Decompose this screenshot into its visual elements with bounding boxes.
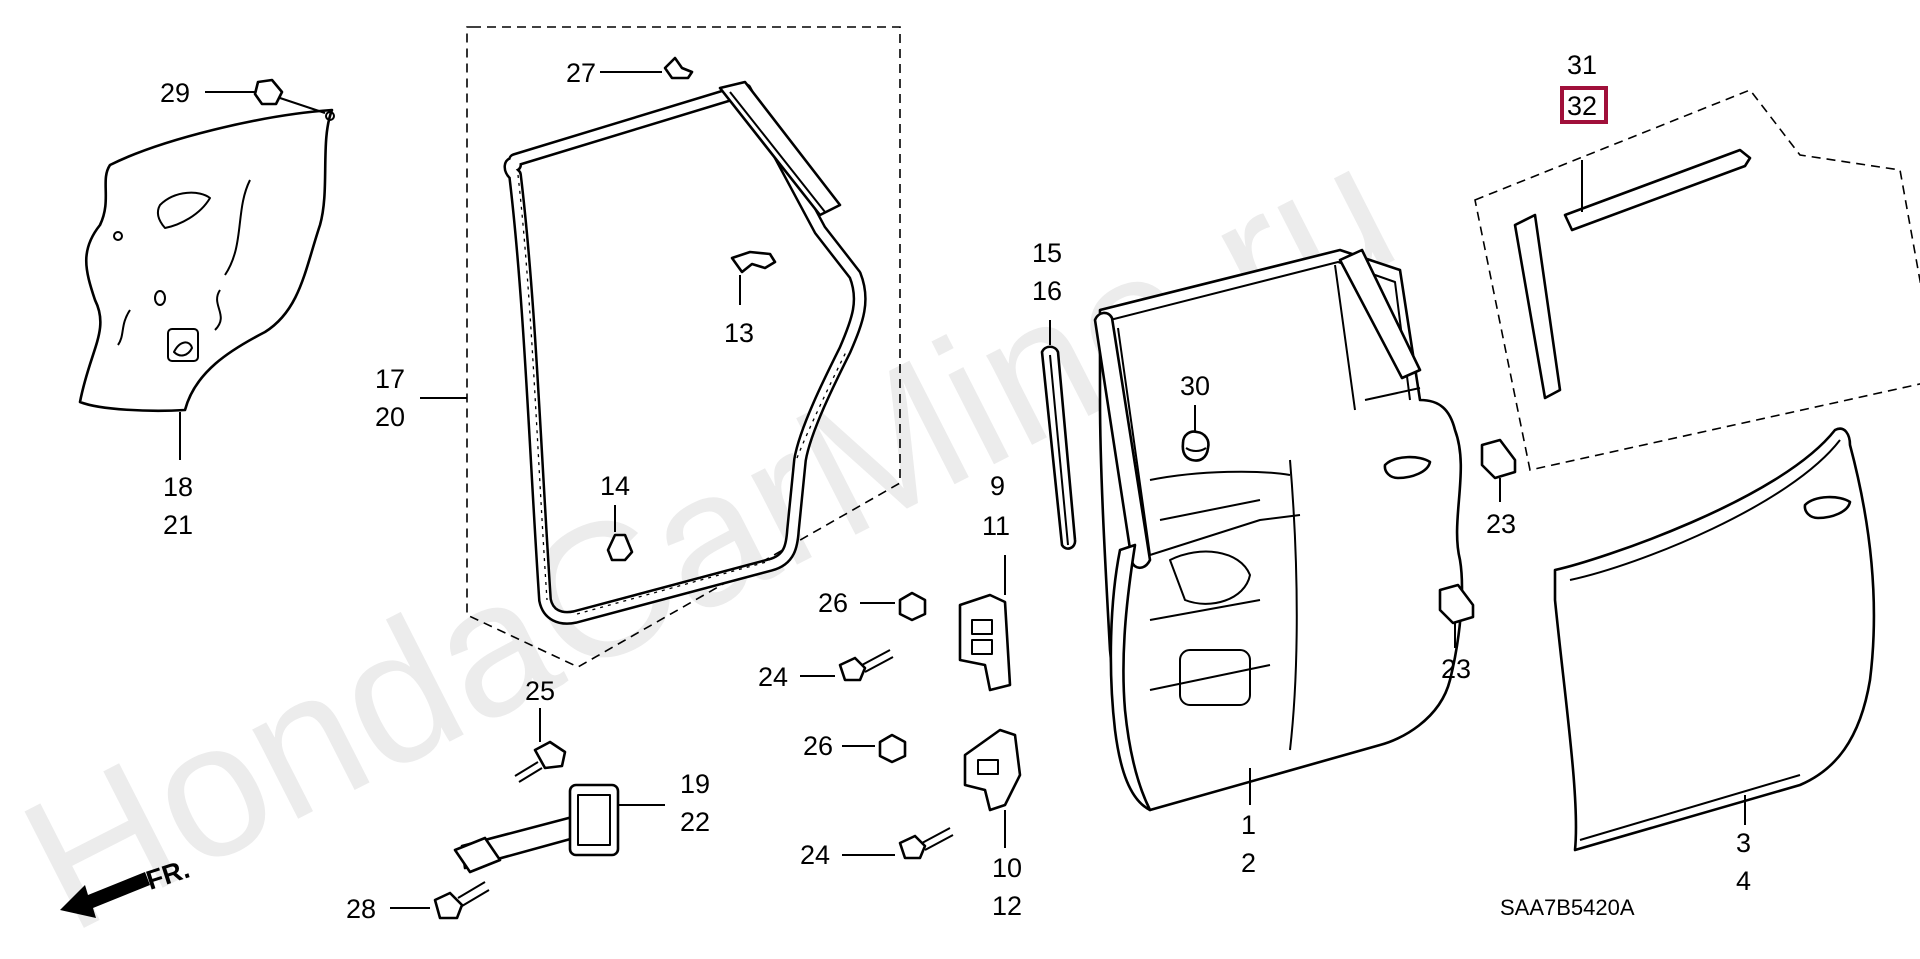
rear-door-panel-drawing xyxy=(1093,248,1464,812)
lower-door-hinge-drawing xyxy=(963,728,1022,812)
callout-9: 9 xyxy=(990,471,1005,501)
bolt-28-drawing xyxy=(433,881,490,920)
callout-26-upper: 26 xyxy=(818,588,848,618)
callout-24-upper: 24 xyxy=(758,662,788,692)
upper-door-hinge-drawing xyxy=(958,593,1012,692)
callout-23-upper: 23 xyxy=(1486,509,1516,539)
bolt-24-upper-drawing xyxy=(838,649,894,682)
bolt-24-lower-drawing xyxy=(898,827,954,860)
callout-31: 31 xyxy=(1567,50,1597,80)
callout-20: 20 xyxy=(375,402,405,432)
front-direction-arrow xyxy=(60,872,150,918)
callout-19: 19 xyxy=(680,769,710,799)
bumper-23-upper-drawing xyxy=(1480,438,1517,480)
clip-29-drawing xyxy=(253,78,284,106)
callout-1: 1 xyxy=(1241,810,1256,840)
bumper-23-lower-drawing xyxy=(1438,583,1475,625)
callout-22: 22 xyxy=(680,807,710,837)
garnish-group-box xyxy=(1474,89,1920,471)
callout-32: 32 xyxy=(1567,91,1597,121)
diagram-code: SAA7B5420A xyxy=(1500,895,1635,920)
callout-11: 11 xyxy=(982,511,1010,541)
callout-28: 28 xyxy=(346,894,376,924)
sash-trim-strip-drawing xyxy=(1040,345,1077,550)
callout-14: 14 xyxy=(600,471,630,501)
bolt-25-drawing xyxy=(514,740,567,783)
door-weatherstrip-drawing xyxy=(503,80,867,625)
nut-26-lower-drawing xyxy=(878,733,907,764)
clip-13-drawing xyxy=(730,250,777,274)
callout-25: 25 xyxy=(525,676,555,706)
callout-21: 21 xyxy=(163,510,193,540)
door-outer-skin-drawing xyxy=(1553,427,1876,852)
callout-27: 27 xyxy=(566,58,596,88)
weatherstrip-group-box xyxy=(466,26,901,668)
callout-4: 4 xyxy=(1736,866,1751,896)
clip-27-drawing xyxy=(663,56,694,80)
callout-23-lower: 23 xyxy=(1441,654,1471,684)
callout-10: 10 xyxy=(992,853,1022,883)
door-checker-drawing xyxy=(453,783,620,874)
callout-18: 18 xyxy=(163,472,193,502)
callout-24-lower: 24 xyxy=(800,840,830,870)
callout-3: 3 xyxy=(1736,828,1751,858)
callout-13: 13 xyxy=(724,318,754,348)
nut-26-upper-drawing xyxy=(898,591,927,622)
callout-12: 12 xyxy=(992,891,1022,921)
callout-26-lower: 26 xyxy=(803,731,833,761)
callout-15: 15 xyxy=(1032,238,1062,268)
callout-29: 29 xyxy=(160,78,190,108)
callout-30: 30 xyxy=(1180,371,1210,401)
callout-16: 16 xyxy=(1032,276,1062,306)
door-plastic-cover-drawing xyxy=(78,108,335,413)
callout-17: 17 xyxy=(375,364,405,394)
door-sash-garnish-drawing xyxy=(1513,148,1752,400)
callout-2: 2 xyxy=(1241,848,1256,878)
clip-14-drawing xyxy=(606,533,634,562)
highlight-box-32 xyxy=(1560,86,1608,124)
grommet-30-drawing xyxy=(1181,430,1210,462)
